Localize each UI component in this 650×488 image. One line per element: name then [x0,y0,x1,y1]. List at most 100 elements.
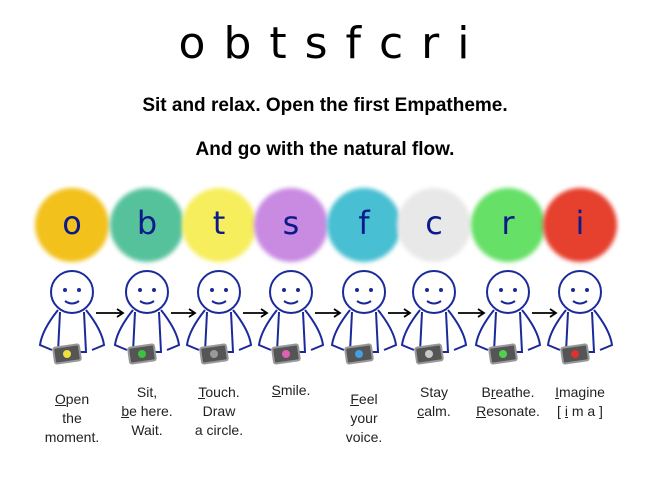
circle-letter-f: f [358,204,370,242]
figure-eye [77,288,81,292]
figure-eye [499,288,503,292]
color-circle-s [254,188,328,262]
figure-head [269,270,313,314]
step-label-f: Feel your voice. [324,390,404,447]
step-label-line: Touch. [198,384,240,400]
circle-letter-c: c [425,204,443,242]
phone-light [425,350,433,358]
step-label-line: Smile. [271,382,311,398]
step-label-line: [ i m a ] [557,403,603,419]
figure-eye [152,288,156,292]
step-label-line: Stay [419,384,448,400]
subtitle-line-1: Sit and relax. Open the first Empatheme. [142,95,508,116]
arrow-icon [388,308,412,318]
step-label-r: Breathe. Resonate. [468,383,548,421]
circle-letter-i: i [575,204,585,242]
step-label-line: Open [54,391,90,407]
phone-light [210,350,218,358]
figure-eye [513,288,517,292]
phone-light [282,350,290,358]
figure-eye [439,288,443,292]
step-label-t: Touch. Draw a circle. [179,383,259,440]
figure-mouth [572,300,588,305]
color-circle-o [35,188,109,262]
color-circle-f [327,188,401,262]
step-label-s: Smile. [251,381,331,400]
circle-letter-o: o [62,204,82,242]
arrow-icon [315,308,342,318]
figure-mouth [500,300,516,305]
arrow-icon [96,308,125,318]
step-label-line: your [350,410,378,426]
step-label-line: Wait. [131,422,163,438]
figure-mouth [356,300,372,305]
figure-head [486,270,530,314]
underline-mark [121,417,130,418]
figure-head [412,270,456,314]
figure-mouth [426,300,442,305]
step-label-i: Imagine [ i m a ] [540,383,620,421]
color-circle-i [543,188,617,262]
underline-mark [490,398,496,399]
underline-mark [54,405,66,406]
figure-eye [63,288,67,292]
color-circle-r [471,188,545,262]
step-label-line: moment. [44,429,100,445]
step-label-c: Stay calm. [394,383,474,421]
figure-eye [296,288,300,292]
arrow-icon [532,308,558,318]
figure-eye [138,288,142,292]
figure-eye [355,288,359,292]
figure-eye [282,288,286,292]
step-label-line: voice. [345,429,383,445]
figure-eye [585,288,589,292]
figure-head [125,270,169,314]
phone-light [499,350,507,358]
figures-row [38,270,614,365]
circle-letter-r: r [501,204,515,242]
subtitle-line-2: And go with the natural flow. [195,139,455,160]
figure-mouth [139,300,155,305]
figure-head [50,270,94,314]
figure-eye [224,288,228,292]
step-label-line: Sit, [136,384,158,400]
step-label-line: a circle. [194,422,244,438]
step-label-line: Breathe. [481,384,535,400]
step-label-line: Imagine [555,384,605,400]
step-label-line: be here. [121,403,173,419]
underline-mark [476,417,487,418]
underline-mark [350,405,359,406]
step-label-line: calm. [417,403,451,419]
underline-mark [555,398,559,399]
color-circle-c [397,188,471,262]
figure-mouth [211,300,227,305]
step-label-line: the [62,410,82,426]
phone-light [63,350,71,358]
color-circle-b [110,188,184,262]
figure-head [197,270,241,314]
step-label-line: Resonate. [476,403,540,419]
circle-letter-t: t [212,204,226,242]
figure-mouth [64,300,80,305]
phone-light [355,350,363,358]
figure-eye [425,288,429,292]
phone-light [138,350,146,358]
step-label-o: Open the moment. [32,390,112,447]
title: o b t s f c r i [178,18,472,69]
arrow-icon [171,308,197,318]
figure-eye [571,288,575,292]
arrow-icon [243,308,269,318]
circle-letter-s: s [282,204,300,242]
underline-mark [564,417,568,418]
circle-letter-b: b [136,204,158,242]
step-label-line: Draw [202,403,236,419]
step-label-line: Feel [350,391,378,407]
figure-head [342,270,386,314]
underline-mark [198,398,206,399]
figure-eye [210,288,214,292]
underline-mark [271,396,281,397]
arrow-icon [458,308,486,318]
figure-head [558,270,602,314]
underline-mark [417,417,425,418]
